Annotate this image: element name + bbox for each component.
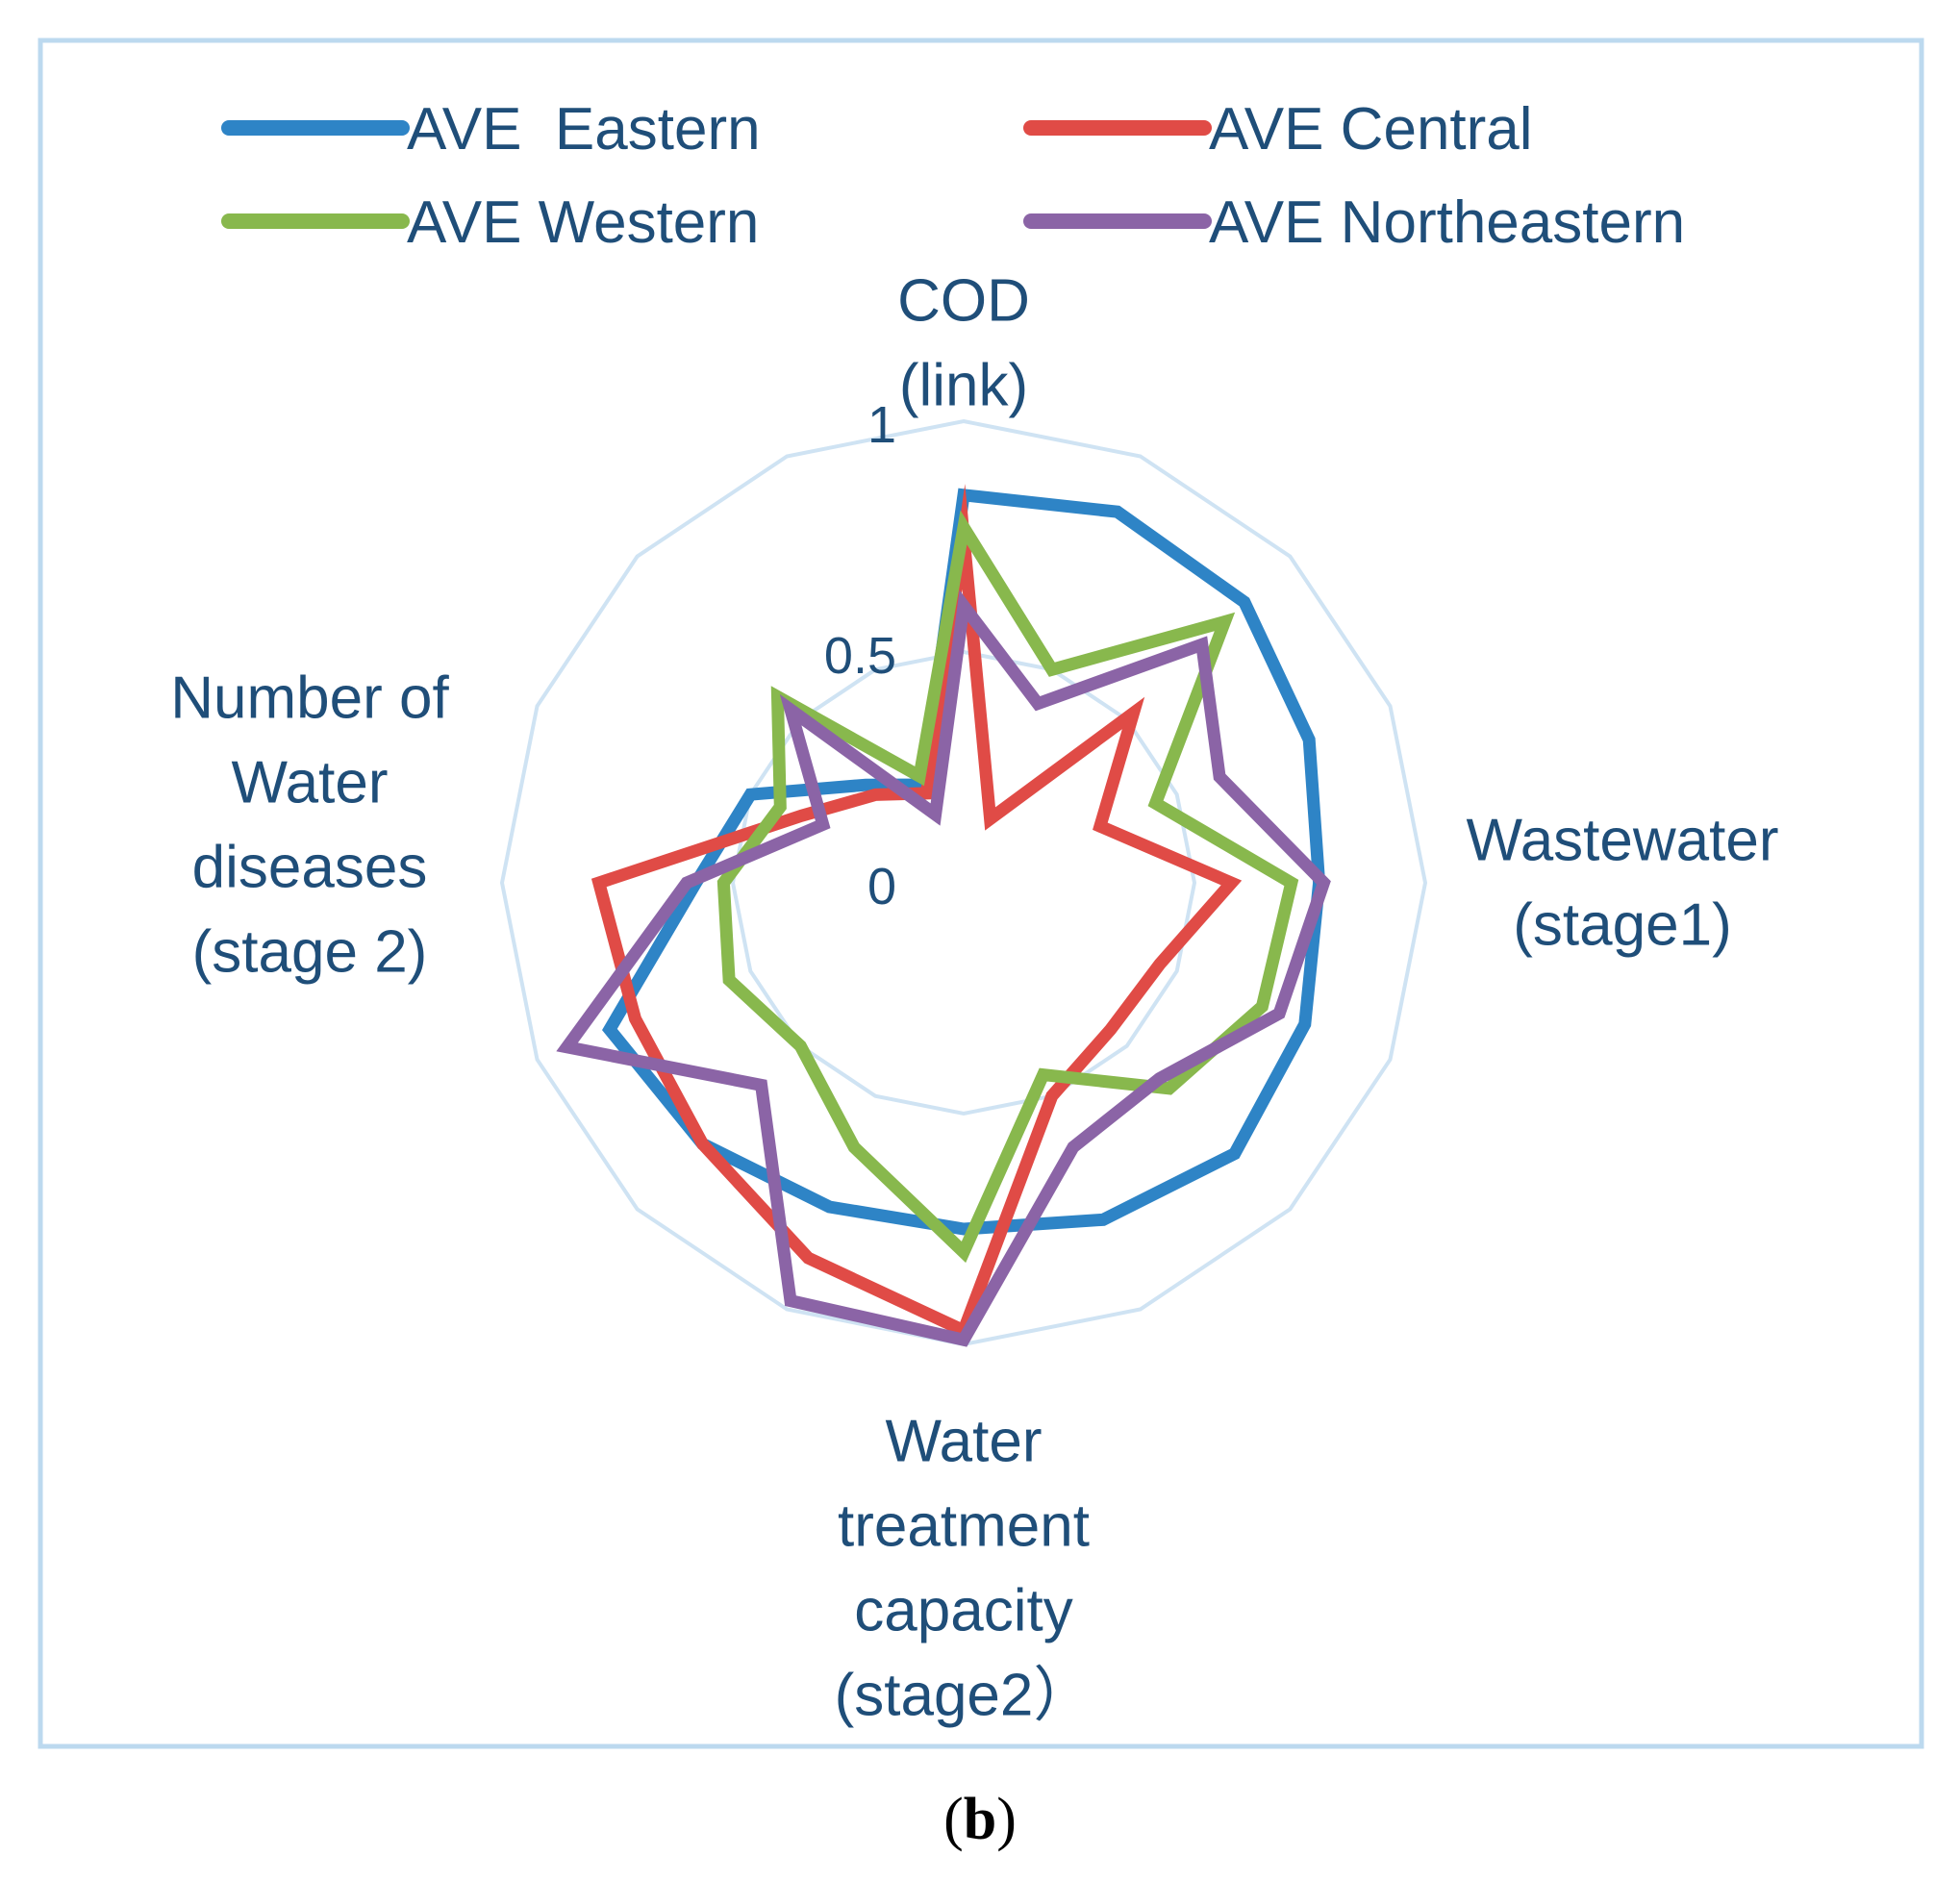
axis-label-3: Number of Water diseases (stage 2) [170, 665, 449, 986]
axis-label-2-line-0: Water [885, 1409, 1042, 1475]
axis-label-1: Wastewater (stage1) [1466, 808, 1778, 959]
radial-tick-labels: 00.51 [824, 396, 896, 915]
chart-frame [38, 38, 1924, 1749]
legend-label-1: AVE Central [1209, 96, 1533, 163]
tick-label-1: 0.5 [824, 627, 896, 685]
series-lines [556, 484, 1331, 1347]
legend-item-3: AVE Northeastern [1023, 189, 1685, 256]
axis-label-0-line-1: (link) [899, 353, 1028, 419]
panel-label-close: ) [996, 1787, 1017, 1852]
legend-label-2: AVE Western [407, 189, 759, 256]
legend-label-3: AVE Northeastern [1209, 189, 1685, 256]
axis-label-1-line-0: Wastewater [1466, 808, 1778, 874]
axis-label-1-line-1: (stage1) [1513, 892, 1731, 959]
series-line-3 [556, 589, 1331, 1347]
series-line-2 [716, 510, 1299, 1264]
axis-label-2-line-1: treatment [838, 1493, 1090, 1560]
axis-labels: COD (link) Wastewater (stage1) Water treatmen… [170, 268, 1778, 1729]
axis-label-0: COD (link) [897, 268, 1030, 419]
tick-label-2: 1 [867, 396, 896, 454]
tick-label-0: 0 [867, 858, 896, 915]
legend-item-0: AVE Eastern [221, 96, 761, 163]
legend-label-0: AVE Eastern [407, 96, 761, 163]
axis-label-2-line-2: capacity [854, 1578, 1072, 1644]
series-line-0 [602, 488, 1326, 1236]
axis-label-3-line-3: (stage 2) [192, 919, 428, 986]
axis-label-3-line-0: Number of [170, 665, 449, 732]
panel-label: (b) [943, 1787, 1017, 1852]
axis-label-2: Water treatment capacity (stage2） [835, 1409, 1093, 1729]
panel-label-open: ( [943, 1787, 964, 1852]
axis-label-0-line-0: COD [897, 268, 1030, 335]
axis-label-3-line-2: diseases [192, 835, 428, 901]
panel-label-letter: b [964, 1787, 996, 1852]
legend-item-1: AVE Central [1023, 96, 1533, 163]
axis-label-2-line-3: (stage2） [835, 1663, 1093, 1729]
axis-label-3-line-1: Water [231, 750, 388, 816]
legend-item-2: AVE Western [221, 189, 759, 256]
grid-ring-1 [730, 649, 1197, 1116]
